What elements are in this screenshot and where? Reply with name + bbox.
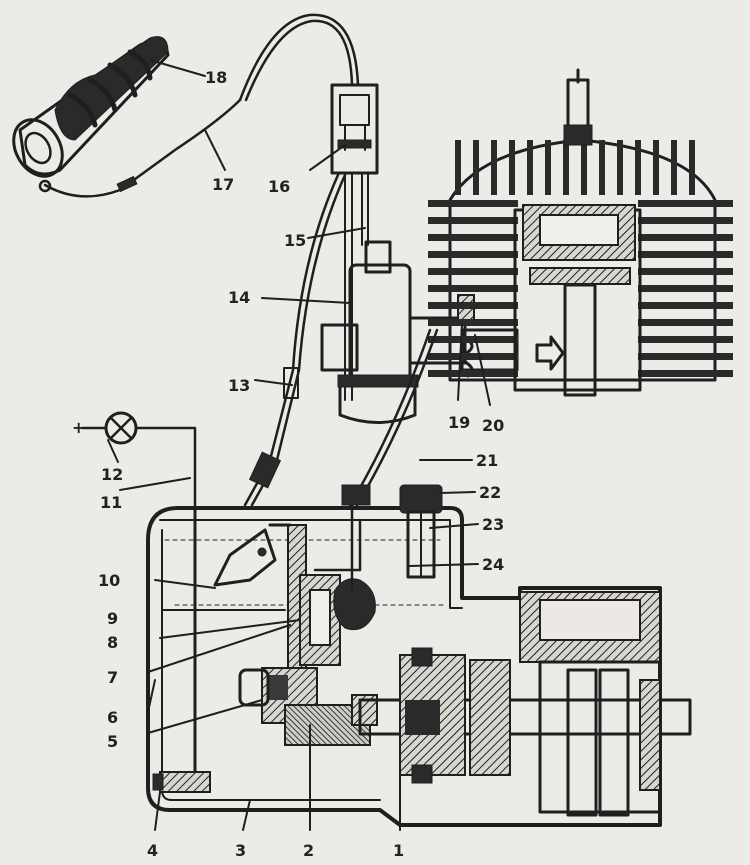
part-label-8: 8 bbox=[107, 633, 118, 652]
cylinder-fin bbox=[638, 336, 733, 343]
cylinder-fin bbox=[638, 319, 733, 326]
cylinder-head-fin bbox=[527, 140, 533, 195]
carburetor bbox=[320, 240, 519, 424]
cylinder-head-fin bbox=[635, 140, 641, 195]
cylinder-fin bbox=[428, 217, 518, 224]
oil-pump bbox=[213, 518, 378, 746]
part-label-12: 12 bbox=[101, 465, 123, 484]
part-label-17: 17 bbox=[212, 175, 234, 194]
cylinder-fin bbox=[428, 268, 518, 275]
cylinder-fin bbox=[428, 285, 518, 292]
cylinder-fin bbox=[638, 268, 733, 275]
throttle-grip bbox=[12, 36, 170, 178]
cylinder-fin bbox=[638, 217, 733, 224]
cylinder-head-fin bbox=[509, 140, 515, 195]
cylinder-fin bbox=[638, 251, 733, 258]
cylinder-fin bbox=[638, 370, 733, 377]
cylinder-head-fin bbox=[473, 140, 479, 195]
part-label-3: 3 bbox=[235, 841, 246, 860]
cylinder-head-fin bbox=[545, 140, 551, 195]
part-label-14: 14 bbox=[228, 288, 250, 307]
part-label-9: 9 bbox=[107, 609, 118, 628]
cylinder-fin bbox=[638, 302, 733, 309]
cylinder-fin bbox=[428, 319, 518, 326]
part-label-24: 24 bbox=[482, 555, 504, 574]
part-label-13: 13 bbox=[228, 376, 250, 395]
drain-plug bbox=[152, 771, 211, 793]
cylinder-fin bbox=[428, 370, 518, 377]
part-label-23: 23 bbox=[482, 515, 504, 534]
cylinder-fin bbox=[638, 200, 733, 207]
cylinder-fin bbox=[638, 285, 733, 292]
part-label-6: 6 bbox=[107, 708, 118, 727]
terminal-plus-label: + bbox=[72, 418, 85, 437]
part-label-11: 11 bbox=[100, 493, 122, 512]
indicator-lamp bbox=[80, 411, 197, 777]
cylinder-head-fin bbox=[671, 140, 677, 195]
leader-lines bbox=[107, 59, 491, 831]
part-label-19: 19 bbox=[448, 413, 470, 432]
part-label-2: 2 bbox=[303, 841, 314, 860]
cylinder-head-fin bbox=[653, 140, 659, 195]
part-label-21: 21 bbox=[476, 451, 498, 470]
pump-cable bbox=[243, 173, 347, 507]
cylinder-fin bbox=[428, 251, 518, 258]
part-labels: + 1 2 3 4 5 6 7 8 9 10 11 12 13 14 15 16… bbox=[72, 68, 504, 860]
part-label-5: 5 bbox=[107, 732, 118, 751]
part-label-4: 4 bbox=[147, 841, 158, 860]
part-label-22: 22 bbox=[479, 483, 501, 502]
cylinder-head-fin bbox=[491, 140, 497, 195]
part-label-1: 1 bbox=[393, 841, 404, 860]
part-label-15: 15 bbox=[284, 231, 306, 250]
cylinder-head-fin bbox=[617, 140, 623, 195]
oil-line bbox=[341, 328, 443, 592]
cylinder-fin bbox=[638, 353, 733, 360]
cylinder-head-fin bbox=[689, 140, 695, 195]
part-label-20: 20 bbox=[482, 416, 504, 435]
part-label-18: 18 bbox=[205, 68, 227, 87]
cylinder-fin bbox=[638, 234, 733, 241]
cylinder-fin bbox=[428, 353, 518, 360]
throttle-cable bbox=[38, 13, 360, 198]
cylinder-head-fin bbox=[599, 140, 605, 195]
part-label-16: 16 bbox=[268, 177, 290, 196]
cylinder bbox=[428, 68, 733, 397]
cylinder-head-fin bbox=[563, 140, 569, 195]
cylinder-head-fin bbox=[581, 140, 587, 195]
cylinder-fin bbox=[428, 234, 518, 241]
cylinder-fin bbox=[428, 200, 518, 207]
cylinder-fin bbox=[428, 336, 518, 343]
part-label-7: 7 bbox=[107, 668, 118, 687]
cylinder-fin bbox=[428, 302, 518, 309]
part-label-10: 10 bbox=[98, 571, 120, 590]
crankcase bbox=[358, 591, 692, 817]
cylinder-head-fin bbox=[455, 140, 461, 195]
cable-splitter bbox=[330, 83, 379, 401]
